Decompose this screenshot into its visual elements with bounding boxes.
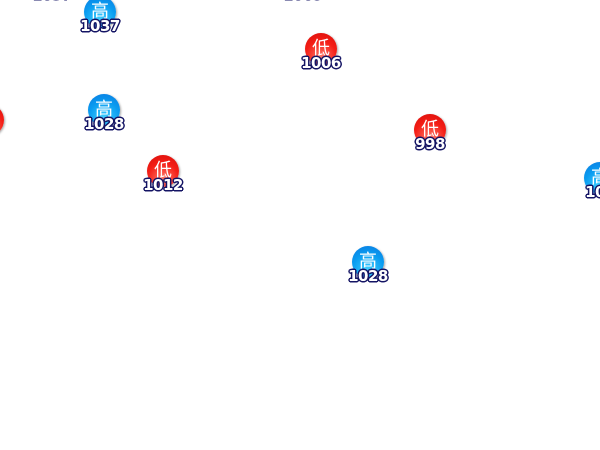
low-pressure-marker[interactable]: 低1009: [273, 0, 333, 14]
pressure-value: 1009: [273, 0, 333, 3]
high-pressure-icon: 高: [584, 162, 600, 194]
high-pressure-icon: 高: [88, 94, 120, 126]
high-pressure-icon: 高: [352, 246, 384, 278]
pressure-value: 7: [0, 125, 18, 143]
low-pressure-icon: 低: [0, 104, 4, 136]
pressure-value: 998: [415, 135, 445, 153]
pressure-value: 1028: [348, 267, 388, 285]
pressure-value: 1012: [143, 176, 183, 194]
low-pressure-icon: 低: [147, 155, 179, 187]
low-pressure-marker[interactable]: 低7: [0, 104, 18, 154]
pressure-value: 1037: [22, 0, 82, 3]
pressure-value: 1006: [301, 54, 341, 72]
pressure-value: 102: [585, 183, 600, 201]
pressure-value: 1037: [80, 17, 120, 35]
high-pressure-icon: 高: [84, 0, 116, 28]
pressure-value: 1028: [84, 115, 124, 133]
low-pressure-icon: 低: [414, 114, 446, 146]
low-pressure-icon: 低: [305, 33, 337, 65]
